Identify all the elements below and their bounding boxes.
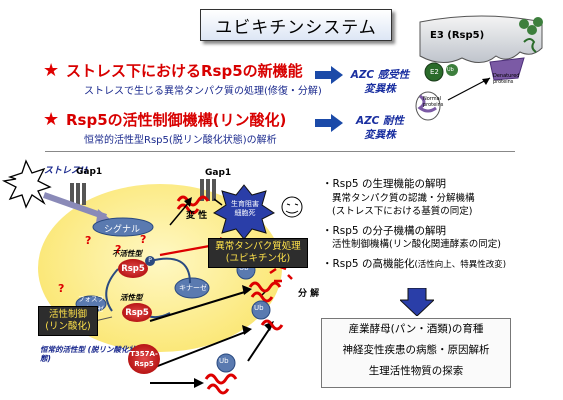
goal-1-line-2: (ストレス下における基質の同定) bbox=[332, 206, 473, 217]
mechanism-diagram bbox=[1, 159, 303, 395]
arrow-right-icon bbox=[315, 114, 343, 132]
outcome-3: 生理活性物質の探索 bbox=[368, 365, 464, 377]
question-mark: ? bbox=[58, 282, 65, 295]
constitutive-label: 恒常的活性型 (脱リン酸化状態) bbox=[40, 345, 137, 363]
degradation-label: 分 解 bbox=[298, 289, 320, 299]
denature-label: 変 性 bbox=[186, 211, 208, 221]
activity-regulation-box: 活性制御 (リン酸化) bbox=[38, 306, 98, 336]
star-icon: ★ bbox=[43, 109, 60, 130]
outcome-1: 産業酵母(パン・酒類)の育種 bbox=[348, 323, 484, 335]
arrow-down-icon bbox=[400, 288, 434, 316]
signal-label: シグナル bbox=[104, 225, 141, 235]
goal-3-heading: ・Rsp5 の高機能化(活性向上、特異性改変) bbox=[322, 257, 507, 270]
outcomes-box: 産業酵母(パン・酒類)の育種 神経変性疾患の病態・原因解析 生理活性物質の探索 bbox=[321, 318, 511, 388]
research-goals: ・Rsp5 の生理機能の解明 異常タンパク質の認識・分解機構 (ストレス下におけ… bbox=[322, 178, 506, 272]
feature-1-sub: ストレスで生じる異常タンパク質の処理(修復・分解) bbox=[84, 86, 322, 97]
mutant-label-2: AZC 耐性変異株 bbox=[355, 115, 405, 141]
abnormal-protein-box: 異常タンパク質処理 (ユビキチン化) bbox=[208, 238, 308, 268]
ub-label-2: Ub bbox=[254, 304, 264, 312]
feature-1-heading: ストレス下におけるRsp5の新機能 bbox=[66, 62, 303, 80]
ub-label-3: Ub bbox=[219, 357, 229, 365]
goal-1-line-1: 異常タンパク質の認識・分解機構 bbox=[332, 192, 475, 204]
rsp5-constitutive: T357A-Rsp5 bbox=[128, 344, 160, 374]
rsp5-active: Rsp5 bbox=[122, 303, 152, 322]
rsp5-inactive: Rsp5 bbox=[118, 259, 148, 278]
denatured-label: Denatured proteins bbox=[493, 73, 520, 85]
star-icon: ★ bbox=[43, 60, 60, 81]
e3-label: E3 (Rsp5) bbox=[430, 30, 485, 41]
question-mark: ? bbox=[140, 233, 147, 246]
inactive-label: 不活性型 bbox=[112, 249, 142, 258]
normal-label: Normal proteins bbox=[423, 96, 444, 108]
gap1-left-label: Gap1 bbox=[76, 167, 103, 177]
e2-ub-label: Ub bbox=[447, 67, 454, 73]
mutant-label-1: AZC 感受性変異株 bbox=[350, 69, 410, 95]
kinase-label: キナーゼ bbox=[179, 284, 207, 292]
feature-2-sub: 恒常的活性型Rsp5(脱リン酸化状態)の解析 bbox=[84, 135, 277, 146]
e2-label: E2 bbox=[430, 68, 439, 76]
stress-label: ストレス!! bbox=[44, 166, 89, 176]
active-label: 活性型 bbox=[120, 293, 143, 302]
arrow-right-icon bbox=[315, 66, 343, 84]
outcome-2: 神経変性疾患の病態・原因解析 bbox=[342, 344, 490, 356]
growth-label: 生育阻害 細胞死 bbox=[231, 200, 259, 217]
goal-1-heading: ・Rsp5 の生理機能の解明 bbox=[322, 178, 446, 190]
e3-ubiquitination-diagram bbox=[415, 15, 543, 121]
question-mark: ? bbox=[115, 243, 122, 256]
divider bbox=[45, 151, 515, 152]
phospho-icon: P bbox=[145, 256, 155, 266]
goal-2-line-1: 活性制御機構(リン酸化関連酵素の同定) bbox=[332, 239, 501, 250]
goal-2-heading: ・Rsp5 の分子機構の解明 bbox=[322, 224, 446, 237]
ub-label-1: Ub bbox=[239, 264, 249, 272]
page-title: ユビキチンシステム bbox=[200, 9, 392, 41]
gap1-right-label: Gap1 bbox=[205, 168, 232, 178]
question-mark: ? bbox=[85, 234, 92, 247]
feature-2-heading: Rsp5の活性制御機構(リン酸化) bbox=[66, 111, 287, 129]
